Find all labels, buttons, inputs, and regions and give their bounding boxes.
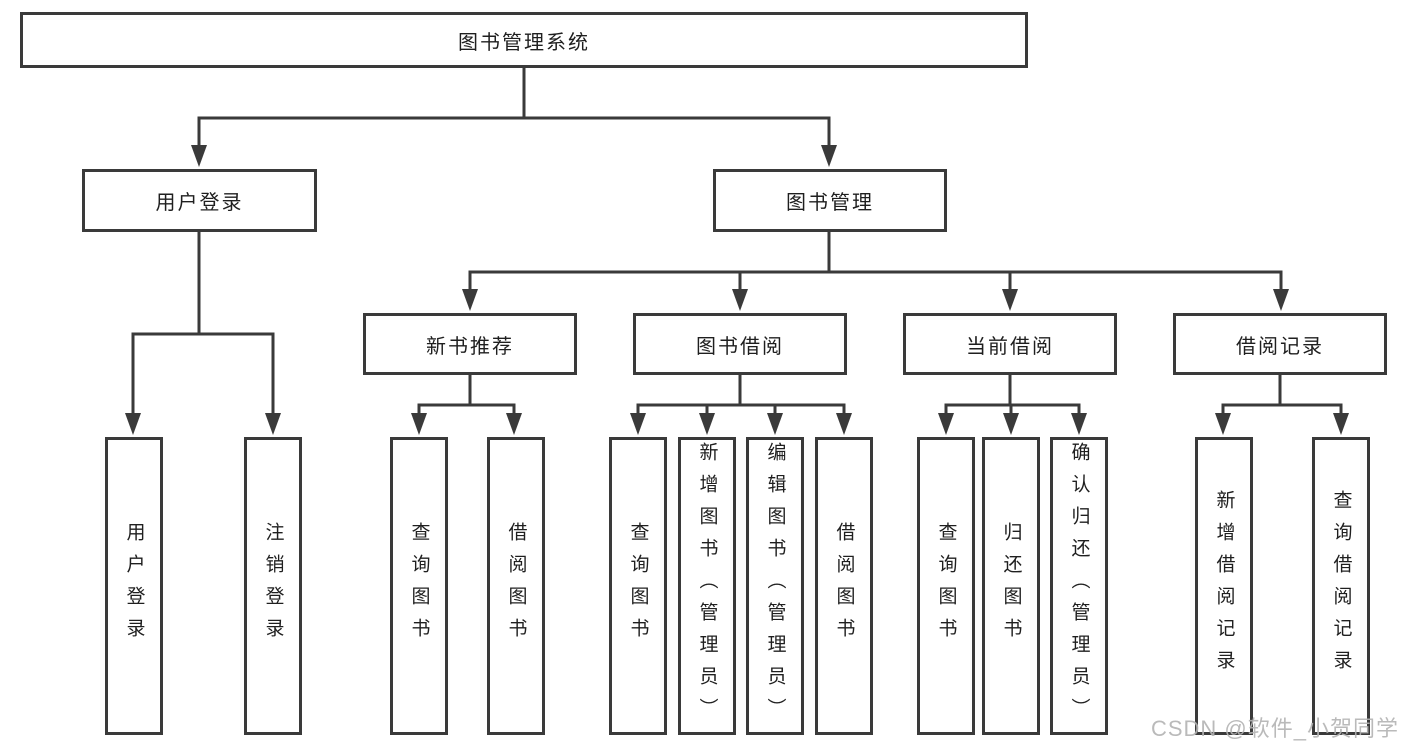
- node-query-books-3-label: 查询图书: [935, 522, 957, 650]
- node-user-login: 用户登录: [82, 169, 317, 232]
- node-book-borrowing: 图书借阅: [633, 313, 847, 375]
- node-user-login-label: 用户登录: [155, 192, 244, 214]
- node-root-label: 图书管理系统: [458, 31, 590, 54]
- node-edit-books-admin: 编辑图书（管理员）: [746, 437, 804, 735]
- node-query-books-2-label: 查询图书: [627, 522, 649, 650]
- node-edit-books-admin-label: 编辑图书（管理员）: [764, 442, 786, 730]
- node-current-borrowing: 当前借阅: [903, 313, 1117, 375]
- node-borrow-books-1-label: 借阅图书: [505, 522, 527, 650]
- node-query-borrow-record-label: 查询借阅记录: [1330, 490, 1352, 682]
- node-add-borrow-record: 新增借阅记录: [1195, 437, 1253, 735]
- node-add-books-admin-label: 新增图书（管理员）: [696, 442, 718, 730]
- node-confirm-return-admin-label: 确认归还（管理员）: [1068, 442, 1090, 730]
- node-query-books-3: 查询图书: [917, 437, 975, 735]
- csdn-watermark: CSDN @软件_小贺同学: [1150, 716, 1399, 741]
- node-new-book-recommend: 新书推荐: [363, 313, 577, 375]
- node-confirm-return-admin: 确认归还（管理员）: [1050, 437, 1108, 735]
- node-borrow-books-2-label: 借阅图书: [833, 522, 855, 650]
- node-query-books-1: 查询图书: [390, 437, 448, 735]
- node-login-label: 用户登录: [123, 522, 145, 650]
- node-return-books: 归还图书: [982, 437, 1040, 735]
- node-borrowing-records: 借阅记录: [1173, 313, 1387, 375]
- node-return-books-label: 归还图书: [1000, 522, 1022, 650]
- node-query-books-2: 查询图书: [609, 437, 667, 735]
- node-root: 图书管理系统: [20, 12, 1028, 68]
- node-borrow-books-1: 借阅图书: [487, 437, 545, 735]
- arrowheads: [125, 145, 1349, 435]
- node-book-management: 图书管理: [713, 169, 947, 232]
- node-add-books-admin: 新增图书（管理员）: [678, 437, 736, 735]
- node-current-borrowing-label: 当前借阅: [966, 335, 1054, 358]
- node-logout: 注销登录: [244, 437, 302, 735]
- node-add-borrow-record-label: 新增借阅记录: [1213, 490, 1235, 682]
- node-new-book-recommend-label: 新书推荐: [426, 335, 514, 358]
- node-logout-label: 注销登录: [262, 522, 284, 650]
- node-book-borrowing-label: 图书借阅: [696, 335, 784, 358]
- node-book-management-label: 图书管理: [786, 192, 874, 214]
- node-borrowing-records-label: 借阅记录: [1236, 335, 1324, 358]
- node-login: 用户登录: [105, 437, 163, 735]
- node-query-books-1-label: 查询图书: [408, 522, 430, 650]
- node-borrow-books-2: 借阅图书: [815, 437, 873, 735]
- node-query-borrow-record: 查询借阅记录: [1312, 437, 1370, 735]
